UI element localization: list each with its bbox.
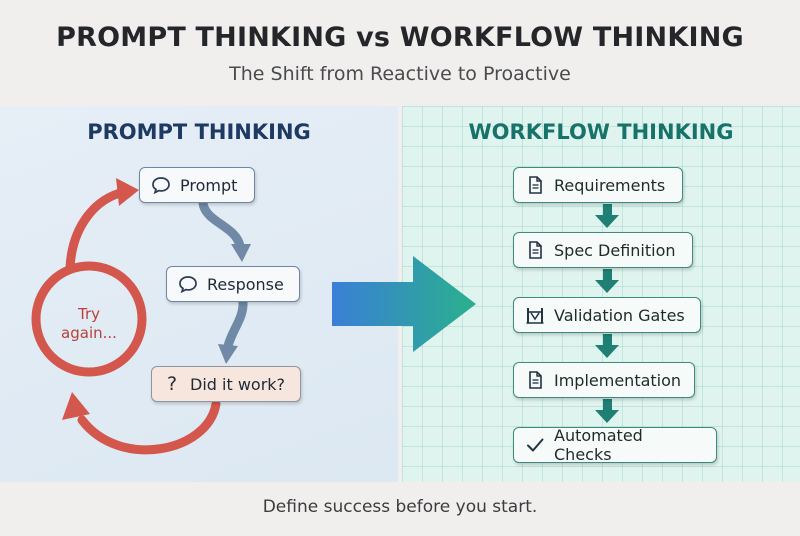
response-box: Response [166, 266, 300, 302]
prompt-box: Prompt [139, 167, 255, 203]
did-it-work-box: ? Did it work? [151, 366, 301, 402]
checkmark-icon [525, 435, 545, 455]
loop-arrow-down [77, 399, 221, 455]
automated-checks-label: Automated Checks [554, 426, 643, 464]
document-icon [525, 240, 545, 260]
footer-text: Define success before you start. [262, 497, 538, 517]
loop-circle [31, 261, 147, 377]
response-label: Response [207, 274, 284, 294]
validation-gates-box: Validation Gates [513, 297, 701, 333]
document-icon [525, 175, 545, 195]
prompt-label: Prompt [180, 175, 238, 195]
page-subtitle: The Shift from Reactive to Proactive [229, 63, 571, 85]
header [0, 0, 800, 106]
implementation-box: Implementation [513, 362, 695, 398]
flow-arrow-1 [198, 198, 245, 251]
footer [0, 482, 800, 536]
workflow-step-arrows [595, 204, 619, 423]
workflow-thinking-heading: WORKFLOW THINKING [468, 120, 734, 144]
flow-arrow-1-head [231, 244, 251, 262]
requirements-label: Requirements [554, 175, 666, 195]
loop-arrow-down-head [62, 392, 90, 420]
validation-gates-label: Validation Gates [554, 305, 685, 325]
flow-arrow-2-head [218, 344, 238, 364]
loop-arrow-up [65, 187, 129, 273]
spec-definition-label: Spec Definition [554, 240, 676, 260]
requirements-box: Requirements [513, 167, 683, 203]
try-again-label: Try again... [61, 305, 117, 342]
flow-arrow-2 [223, 297, 248, 351]
implementation-label: Implementation [554, 370, 682, 390]
prompt-thinking-heading: PROMPT THINKING [87, 120, 311, 144]
page-title: PROMPT THINKING vs WORKFLOW THINKING [56, 22, 744, 53]
automated-checks-box: Automated Checks [513, 426, 717, 464]
loop-arrow-up-head [116, 178, 139, 206]
gate-icon [525, 305, 545, 325]
spec-definition-box: Spec Definition [513, 232, 693, 268]
center-transition-arrow [332, 256, 476, 352]
speech-bubble-icon [151, 175, 171, 195]
document-icon [525, 370, 545, 390]
did-it-work-label: Did it work? [190, 374, 286, 394]
question-mark-icon: ? [166, 373, 178, 395]
speech-bubble-icon [178, 274, 198, 294]
